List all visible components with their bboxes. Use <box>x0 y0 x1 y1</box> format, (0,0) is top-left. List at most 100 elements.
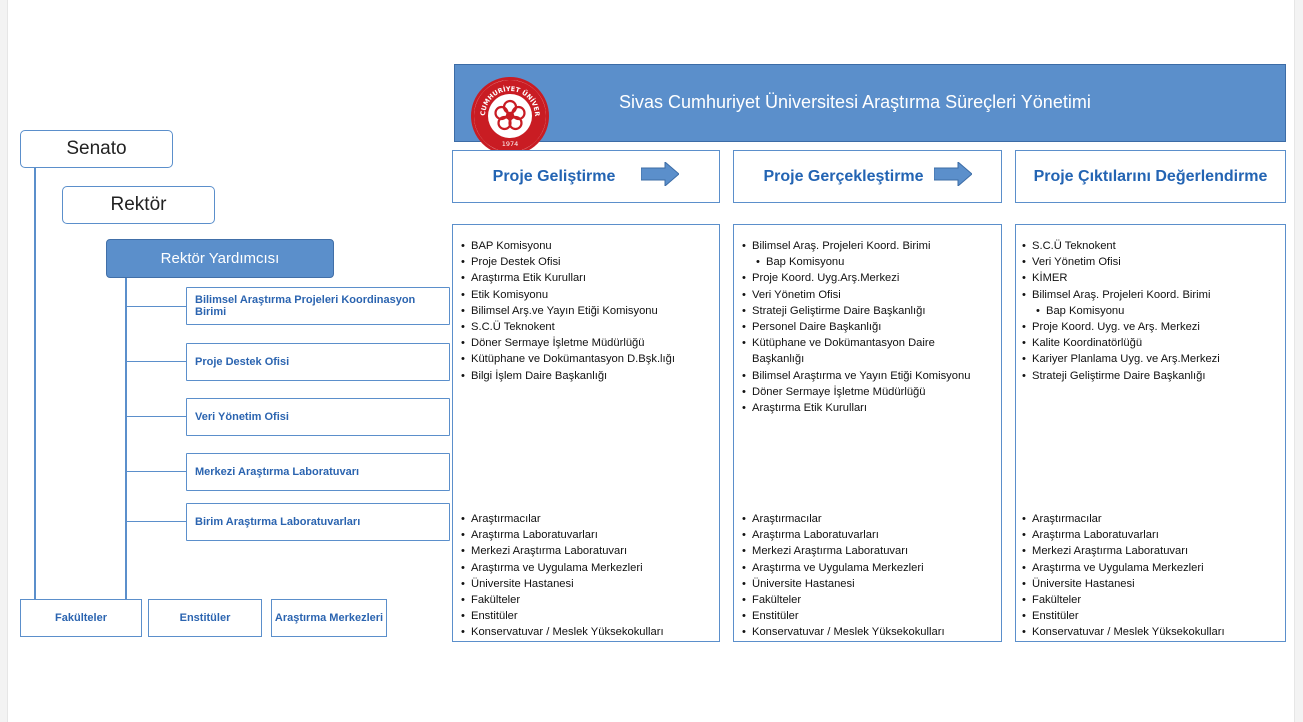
enstituler-box: Enstitüler <box>148 599 262 637</box>
list-item: Bilgi İşlem Daire Başkanlığı <box>459 368 675 384</box>
list-item: Merkezi Araştırma Laboratuvarı <box>459 543 664 559</box>
unit-label: Veri Yönetim Ofisi <box>195 411 289 423</box>
window-left-edge <box>0 0 8 722</box>
phase-title: Proje Çıktılarını Değerlendirme <box>1033 167 1268 185</box>
list-item: Bilimsel Araştırma ve Yayın Etiği Komisy… <box>740 368 998 384</box>
list-item: Konservatuvar / Meslek Yüksekokulları <box>740 624 945 640</box>
unit-box-veri-yonetim: Veri Yönetim Ofisi <box>186 398 450 436</box>
list-item: Üniversite Hastanesi <box>459 576 664 592</box>
unit-box-birim-lab: Birim Araştırma Laboratuvarları <box>186 503 450 541</box>
phase-header-proje-gelistirme: Proje Geliştirme <box>452 150 720 203</box>
list-item: Bilimsel Araş. Projeleri Koord. Birimi <box>740 238 998 254</box>
connector-line <box>126 416 186 417</box>
list-item: Bilimsel Arş.ve Yayın Etiği Komisyonu <box>459 303 675 319</box>
list-item: Araştırma ve Uygulama Merkezleri <box>1020 560 1225 576</box>
list-item: Etik Komisyonu <box>459 287 675 303</box>
unit-label: Bilimsel Araştırma Projeleri Koordinasyo… <box>195 294 416 318</box>
unit-label: Merkezi Araştırma Laboratuvarı <box>195 466 360 478</box>
list-item: Bap Komisyonu <box>1020 303 1220 319</box>
phase-list-box-2: Bilimsel Araş. Projeleri Koord. Birimi B… <box>733 224 1002 642</box>
senato-label: Senato <box>66 138 127 159</box>
list-item: Proje Destek Ofisi <box>459 254 675 270</box>
right-arrow-icon <box>640 160 681 191</box>
connector-line <box>126 361 186 362</box>
list-item: Araştırma Etik Kurulları <box>740 400 998 416</box>
phase-title: Proje Gerçekleştirme <box>763 167 924 185</box>
list-item: Fakülteler <box>459 592 664 608</box>
arastirma-merkezleri-label: Araştırma Merkezleri <box>274 612 384 624</box>
connector-line <box>126 306 186 307</box>
enstituler-label: Enstitüler <box>179 612 231 624</box>
seal-graphic: SİVAS CUMHURİYET ÜNİVERSİTESİ 1974 <box>471 77 546 152</box>
arastirma-merkezleri-box: Araştırma Merkezleri <box>271 599 387 637</box>
phase-header-proje-gerceklestirme: Proje Gerçekleştirme <box>733 150 1002 203</box>
list-item: Araştırma Laboratuvarları <box>1020 527 1225 543</box>
list-item: Üniversite Hastanesi <box>1020 576 1225 592</box>
header-banner: SİVAS CUMHURİYET ÜNİVERSİTESİ 1974 Sivas… <box>454 64 1286 155</box>
window-right-edge <box>1294 0 1303 722</box>
phase-3-unit-list: S.C.Ü Teknokent Veri Yönetim Ofisi KİMER… <box>1020 238 1220 384</box>
list-item: Personel Daire Başkanlığı <box>740 319 998 335</box>
list-item: Enstitüler <box>1020 608 1225 624</box>
phase-2-stakeholder-list: Araştırmacılar Araştırma Laboratuvarları… <box>740 511 945 641</box>
unit-box-bap-koordinasyon: Bilimsel Araştırma Projeleri Koordinasyo… <box>186 287 450 325</box>
phase-title: Proje Geliştirme <box>492 167 616 185</box>
list-item: Araştırma Laboratuvarları <box>459 527 664 543</box>
list-item: Fakülteler <box>1020 592 1225 608</box>
list-item: Kütüphane ve Dokümantasyon D.Bşk.lığı <box>459 351 675 367</box>
list-item: Veri Yönetim Ofisi <box>740 287 998 303</box>
list-item: Döner Sermaye İşletme Müdürlüğü <box>459 335 675 351</box>
senato-box: Senato <box>20 130 173 168</box>
connector-line <box>34 168 36 600</box>
rektor-yardimcisi-label: Rektör Yardımcısı <box>160 250 280 267</box>
list-item: Araştırmacılar <box>740 511 945 527</box>
phase-list-box-3: S.C.Ü Teknokent Veri Yönetim Ofisi KİMER… <box>1015 224 1286 642</box>
list-item: Konservatuvar / Meslek Yüksekokulları <box>459 624 664 640</box>
list-item: Strateji Geliştirme Daire Başkanlığı <box>740 303 998 319</box>
seal-year: 1974 <box>502 140 519 148</box>
list-item: Döner Sermaye İşletme Müdürlüğü <box>740 384 998 400</box>
unit-label: Birim Araştırma Laboratuvarları <box>195 516 361 528</box>
list-item: Araştırmacılar <box>1020 511 1225 527</box>
list-item: Enstitüler <box>459 608 664 624</box>
phase-1-unit-list: BAP Komisyonu Proje Destek Ofisi Araştır… <box>459 238 675 384</box>
unit-box-proje-destek: Proje Destek Ofisi <box>186 343 450 381</box>
list-item: Araştırmacılar <box>459 511 664 527</box>
phase-2-unit-list: Bilimsel Araş. Projeleri Koord. Birimi B… <box>740 238 998 416</box>
list-item: Kalite Koordinatörlüğü <box>1020 335 1220 351</box>
phase-list-box-1: BAP Komisyonu Proje Destek Ofisi Araştır… <box>452 224 720 642</box>
list-item: KİMER <box>1020 270 1220 286</box>
fakulteler-label: Fakülteler <box>55 612 107 624</box>
list-item: Veri Yönetim Ofisi <box>1020 254 1220 270</box>
list-item: Üniversite Hastanesi <box>740 576 945 592</box>
list-item: Araştırma ve Uygulama Merkezleri <box>459 560 664 576</box>
list-item: Fakülteler <box>740 592 945 608</box>
list-item: Kariyer Planlama Uyg. ve Arş.Merkezi <box>1020 351 1220 367</box>
unit-box-merkezi-lab: Merkezi Araştırma Laboratuvarı <box>186 453 450 491</box>
rektor-box: Rektör <box>62 186 215 224</box>
list-item: S.C.Ü Teknokent <box>459 319 675 335</box>
list-item: S.C.Ü Teknokent <box>1020 238 1220 254</box>
unit-label: Proje Destek Ofisi <box>195 356 290 368</box>
phase-header-proje-ciktilari: Proje Çıktılarını Değerlendirme <box>1015 150 1286 203</box>
connector-line <box>126 471 186 472</box>
rektor-label: Rektör <box>110 194 167 215</box>
list-item: Strateji Geliştirme Daire Başkanlığı <box>1020 368 1220 384</box>
university-seal-icon: SİVAS CUMHURİYET ÜNİVERSİTESİ 1974 <box>471 77 549 155</box>
phase-1-stakeholder-list: Araştırmacılar Araştırma Laboratuvarları… <box>459 511 664 641</box>
connector-line <box>125 278 127 600</box>
list-item: Araştırma ve Uygulama Merkezleri <box>740 560 945 576</box>
right-arrow-icon <box>933 160 973 191</box>
list-item: Merkezi Araştırma Laboratuvarı <box>1020 543 1225 559</box>
page-title: Sivas Cumhuriyet Üniversitesi Araştırma … <box>619 92 1091 112</box>
list-item: Proje Koord. Uyg.Arş.Merkezi <box>740 270 998 286</box>
list-item: Araştırma Etik Kurulları <box>459 270 675 286</box>
list-item: Bap Komisyonu <box>740 254 998 270</box>
list-item: Proje Koord. Uyg. ve Arş. Merkezi <box>1020 319 1220 335</box>
list-item: Bilimsel Araş. Projeleri Koord. Birimi <box>1020 287 1220 303</box>
fakulteler-box: Fakülteler <box>20 599 142 637</box>
list-item: Araştırma Laboratuvarları <box>740 527 945 543</box>
rektor-yardimcisi-box: Rektör Yardımcısı <box>106 239 334 278</box>
phase-3-stakeholder-list: Araştırmacılar Araştırma Laboratuvarları… <box>1020 511 1225 641</box>
list-item: Enstitüler <box>740 608 945 624</box>
